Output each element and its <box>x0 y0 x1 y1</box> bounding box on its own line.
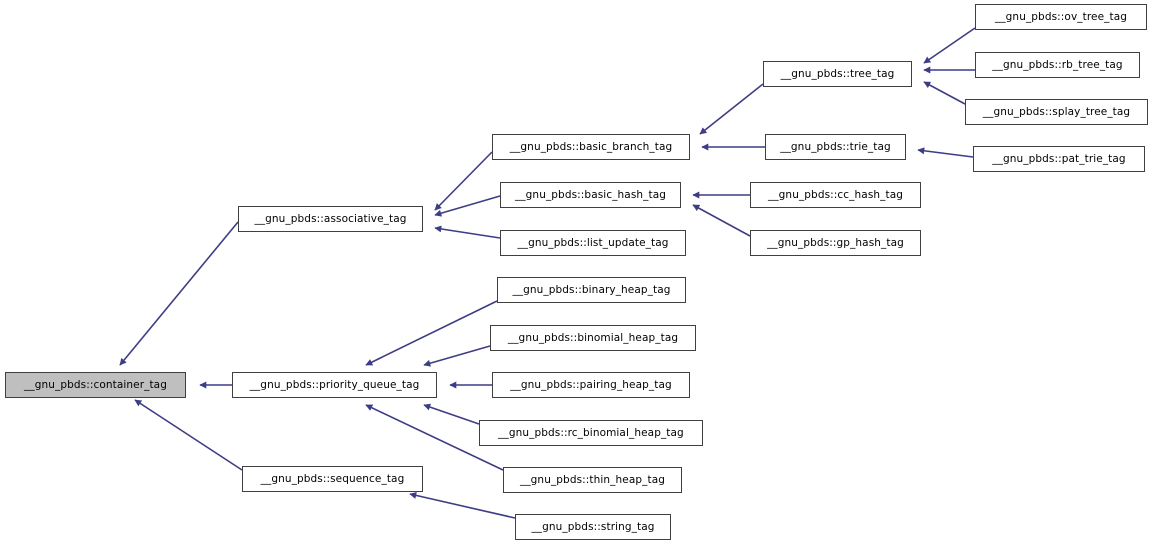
edge-string_tag-to-sequence_tag <box>409 491 516 519</box>
node-thin_heap_tag[interactable]: __gnu_pbds::thin_heap_tag <box>503 467 682 493</box>
node-trie_tag[interactable]: __gnu_pbds::trie_tag <box>765 134 906 160</box>
node-pairing_heap_tag[interactable]: __gnu_pbds::pairing_heap_tag <box>492 372 690 398</box>
node-priority_queue_tag[interactable]: __gnu_pbds::priority_queue_tag <box>232 372 437 398</box>
edge-splay_tree_tag-to-tree_tag <box>923 81 966 105</box>
edge-basic_hash_tag-to-associative_tag <box>434 195 501 217</box>
node-container_tag[interactable]: __gnu_pbds::container_tag <box>5 372 186 398</box>
node-binomial_heap_tag[interactable]: __gnu_pbds::binomial_heap_tag <box>490 325 696 351</box>
edge-pat_trie_tag-to-trie_tag <box>917 147 974 158</box>
node-associative_tag[interactable]: __gnu_pbds::associative_tag <box>238 206 423 232</box>
node-rb_tree_tag[interactable]: __gnu_pbds::rb_tree_tag <box>975 52 1140 78</box>
node-tree_tag[interactable]: __gnu_pbds::tree_tag <box>763 61 912 87</box>
edge-sequence_tag-to-container_tag <box>134 399 243 471</box>
node-binary_heap_tag[interactable]: __gnu_pbds::binary_heap_tag <box>497 277 686 303</box>
node-string_tag[interactable]: __gnu_pbds::string_tag <box>515 514 671 540</box>
edge-tree_tag-to-basic_branch_tag <box>699 83 764 135</box>
node-cc_hash_tag[interactable]: __gnu_pbds::cc_hash_tag <box>750 182 921 208</box>
node-basic_hash_tag[interactable]: __gnu_pbds::basic_hash_tag <box>500 182 681 208</box>
edge-basic_branch_tag-to-associative_tag <box>434 151 493 211</box>
node-rc_binomial_heap_tag[interactable]: __gnu_pbds::rc_binomial_heap_tag <box>479 420 703 446</box>
edge-list_update_tag-to-associative_tag <box>434 225 501 239</box>
edge-binomial_heap_tag-to-priority_queue_tag <box>423 345 491 367</box>
node-splay_tree_tag[interactable]: __gnu_pbds::splay_tree_tag <box>965 99 1148 125</box>
edge-associative_tag-to-container_tag <box>119 221 239 366</box>
node-list_update_tag[interactable]: __gnu_pbds::list_update_tag <box>500 230 686 256</box>
edge-binary_heap_tag-to-priority_queue_tag <box>365 300 498 366</box>
node-basic_branch_tag[interactable]: __gnu_pbds::basic_branch_tag <box>492 134 690 160</box>
node-sequence_tag[interactable]: __gnu_pbds::sequence_tag <box>242 466 423 492</box>
node-gp_hash_tag[interactable]: __gnu_pbds::gp_hash_tag <box>750 230 921 256</box>
node-ov_tree_tag[interactable]: __gnu_pbds::ov_tree_tag <box>975 4 1147 30</box>
edge-gp_hash_tag-to-basic_hash_tag <box>692 204 751 237</box>
edge-ov_tree_tag-to-tree_tag <box>923 27 976 64</box>
edge-rc_binomial_heap_tag-to-priority_queue_tag <box>423 403 480 425</box>
node-pat_trie_tag[interactable]: __gnu_pbds::pat_trie_tag <box>973 146 1145 172</box>
